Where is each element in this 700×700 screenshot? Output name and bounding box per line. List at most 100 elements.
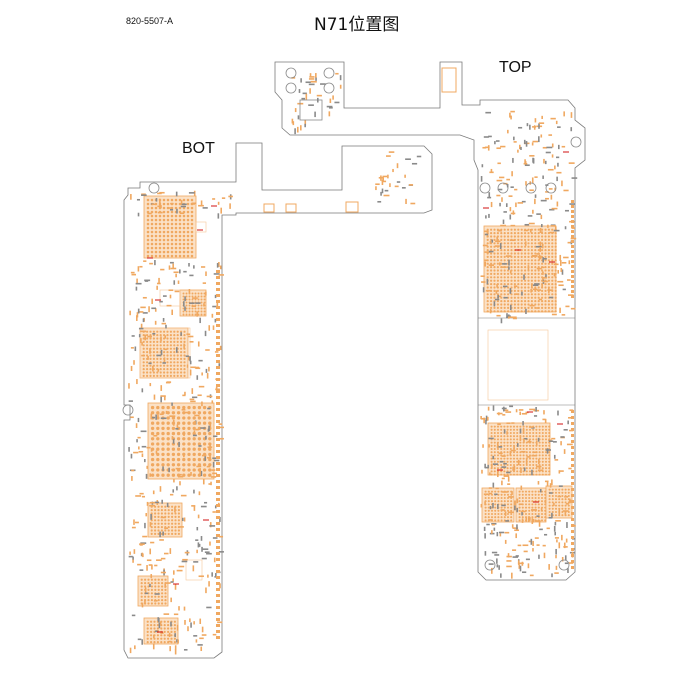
top-smd-part	[506, 565, 512, 568]
bga-ball	[154, 250, 158, 254]
bga-ball	[178, 214, 182, 218]
bot-flex-part	[381, 179, 384, 186]
top-smd-part	[496, 194, 501, 197]
bot-smd-part	[148, 306, 150, 313]
top-smd-part	[549, 492, 553, 494]
bga-ball	[548, 454, 551, 457]
top-smd-part	[508, 496, 514, 498]
bot-smd-part	[212, 325, 215, 330]
top-smd-part	[512, 317, 517, 320]
bga-ball	[530, 266, 533, 269]
bga-ball	[142, 351, 145, 354]
bga-ball	[537, 503, 540, 506]
bga-ball	[541, 460, 544, 463]
bga-ball	[494, 506, 497, 509]
top-smd-part	[499, 176, 505, 179]
bga-ball	[532, 457, 535, 460]
bga-ball	[516, 473, 519, 476]
bga-ball	[530, 238, 533, 241]
top-smd-part	[510, 115, 512, 120]
bga-ball	[208, 457, 212, 462]
bga-ball	[510, 276, 513, 279]
bga-ball	[544, 460, 548, 463]
top-smd-part	[495, 140, 500, 142]
part-number: 820-5507-A	[126, 16, 174, 26]
top-smd-part	[505, 520, 510, 522]
bga-ball	[534, 289, 537, 292]
bga-ball	[191, 298, 194, 301]
bot-flex-part	[405, 198, 407, 205]
bga-ball	[192, 416, 196, 420]
bga-ball	[490, 451, 493, 454]
top-smd-part	[480, 176, 483, 182]
bot-smd-part	[137, 308, 140, 314]
bga-ball	[496, 300, 499, 303]
bga-ball	[163, 374, 166, 377]
bga-ball	[493, 460, 496, 463]
top-smd-part	[557, 410, 559, 416]
bga-ball	[547, 235, 550, 238]
top-smd-part	[551, 154, 554, 158]
top-smd-part	[506, 178, 510, 181]
bot-smd-part	[206, 606, 212, 609]
bga-ball	[182, 242, 186, 246]
bga-ball	[500, 238, 503, 241]
bga-ball	[183, 351, 186, 354]
bga-ball	[524, 293, 527, 296]
bga-ball	[530, 276, 533, 279]
bga-ball	[197, 416, 202, 420]
bga-ball	[170, 226, 174, 230]
top-smd-part	[554, 187, 556, 191]
bga-ball	[166, 250, 170, 254]
top-smd-part	[553, 454, 556, 459]
bga-ball	[159, 374, 162, 377]
bga-ball	[520, 252, 523, 255]
bot-smd-part	[169, 294, 172, 299]
bot-smd-part	[188, 289, 191, 294]
top-smd-part	[509, 207, 512, 212]
top-smd-part	[502, 219, 505, 224]
bga-ball	[173, 354, 176, 357]
bga-ball	[176, 452, 181, 457]
bga-ball	[487, 503, 490, 506]
top-smd-part	[556, 176, 558, 182]
bga-ball	[174, 218, 178, 222]
bga-ball	[140, 599, 143, 602]
bot-edge-pad	[216, 522, 220, 525]
bga-ball	[522, 460, 525, 463]
top-flex-part	[308, 83, 315, 86]
bot-smd-part	[174, 506, 176, 513]
top-smd-part	[540, 507, 543, 512]
bga-ball	[160, 634, 163, 637]
bot-flex-part	[381, 180, 387, 183]
bot-smd-part	[163, 357, 166, 364]
bga-ball	[513, 310, 516, 313]
mounting-hole	[285, 67, 297, 79]
bga-ball	[512, 425, 516, 428]
bga-ball	[524, 493, 528, 496]
top-smd-part	[545, 197, 549, 200]
bot-smd-part	[142, 535, 148, 538]
bga-ball	[159, 340, 162, 343]
bga-ball	[517, 296, 520, 299]
bga-ball	[146, 337, 149, 340]
bottom-side-label: BOT	[182, 140, 215, 157]
bga-ball	[182, 234, 186, 238]
bot-smd-part	[157, 414, 159, 418]
bga-ball	[506, 500, 510, 503]
bga-ball	[528, 506, 531, 509]
bga-ball	[146, 222, 150, 226]
bot-smd-part	[152, 332, 156, 335]
top-smd-part	[536, 515, 540, 517]
bot-smd-part	[206, 372, 209, 379]
top-smd-part	[517, 544, 522, 547]
bot-smd-part	[193, 430, 196, 434]
top-smd-part	[569, 498, 571, 504]
bga-ball	[187, 411, 191, 415]
top-smd-part	[507, 476, 510, 482]
top-smd-part	[555, 565, 558, 570]
bga-ball	[509, 425, 512, 428]
bga-ball	[146, 368, 149, 371]
bga-ball	[493, 444, 496, 447]
top-smd-part	[508, 259, 510, 266]
